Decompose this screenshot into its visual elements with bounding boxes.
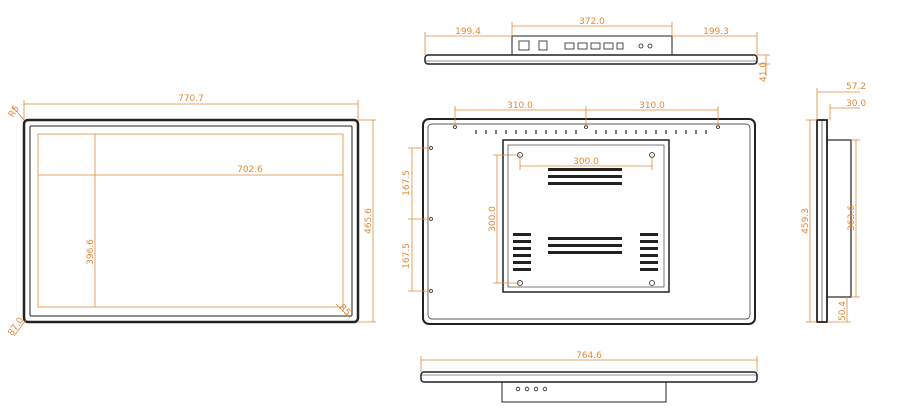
side-depth-total: 57.2 bbox=[846, 82, 866, 92]
led-icon bbox=[647, 43, 653, 49]
top-thickness: 41.0 bbox=[759, 62, 769, 82]
bottom-body bbox=[420, 371, 758, 383]
button-icon bbox=[515, 386, 521, 392]
front-overall-height: 465.6 bbox=[364, 208, 374, 234]
switch-icon bbox=[538, 40, 548, 51]
button-icon bbox=[533, 386, 539, 392]
rear-case bbox=[422, 118, 756, 325]
left-lower-spacing: 167.5 bbox=[402, 243, 412, 269]
port-icon bbox=[577, 42, 588, 50]
vesa-height-label: 300.0 bbox=[488, 206, 498, 232]
power-port-icon bbox=[518, 40, 530, 51]
hole-spacing-left: 310.0 bbox=[507, 101, 533, 111]
port-icon bbox=[564, 42, 575, 50]
led-icon bbox=[638, 43, 644, 49]
front-overall-width: 770.7 bbox=[178, 94, 204, 104]
top-view: 199.4 372.0 199.3 41.0 bbox=[424, 17, 770, 82]
side-height-inner: 363.6 bbox=[847, 205, 857, 231]
vesa-hole-icon bbox=[649, 280, 655, 286]
rear-view: 310.0 310.0 300.0 300.0 167.5 167.5 bbox=[402, 101, 756, 325]
active-area bbox=[37, 133, 344, 308]
top-body bbox=[424, 54, 758, 65]
port-icon bbox=[616, 42, 624, 50]
bottom-overall-width: 764.6 bbox=[576, 351, 602, 361]
active-height-label: 396.6 bbox=[86, 239, 96, 265]
hole-spacing-right: 310.0 bbox=[639, 101, 665, 111]
top-left-offset: 199.4 bbox=[455, 27, 481, 37]
active-width-label: 702.6 bbox=[237, 165, 263, 175]
top-center-width: 372.0 bbox=[579, 17, 605, 27]
front-bezel bbox=[22, 118, 360, 324]
button-icon bbox=[542, 386, 548, 392]
top-io-block bbox=[511, 35, 673, 56]
corner-top-left: R5 bbox=[7, 104, 22, 120]
port-icon bbox=[603, 42, 614, 50]
port-icon bbox=[590, 42, 601, 50]
button-icon bbox=[524, 386, 530, 392]
vesa-plate bbox=[502, 139, 670, 293]
side-rear-housing bbox=[826, 139, 852, 298]
front-bezel-inner bbox=[29, 125, 353, 317]
left-upper-spacing: 167.5 bbox=[402, 170, 412, 196]
side-depth-flange: 30.0 bbox=[846, 99, 866, 109]
side-height-total: 459.3 bbox=[801, 208, 811, 234]
bottom-io-block bbox=[501, 381, 667, 403]
front-view: 770.7 465.6 702.6 396.6 R5 87.0 R5 bbox=[7, 94, 376, 338]
side-bottom-offset: 50.4 bbox=[838, 301, 848, 321]
bottom-view: 764.6 bbox=[420, 351, 758, 403]
vesa-width-label: 300.0 bbox=[573, 157, 599, 167]
side-view: 57.2 30.0 459.3 363.6 50.4 bbox=[801, 82, 866, 323]
top-right-offset: 199.3 bbox=[703, 27, 729, 37]
